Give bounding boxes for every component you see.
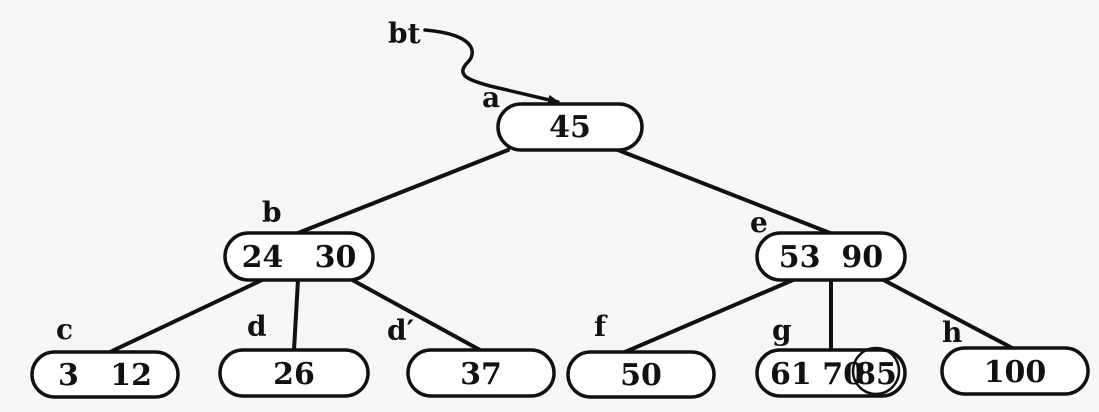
- node-c: 3 12 c: [30, 313, 180, 399]
- node-d-keys: 26: [273, 357, 315, 392]
- node-d-prime-keys: 37: [460, 357, 502, 392]
- node-c-keys: 3 12: [58, 358, 152, 393]
- edge-e-f: [623, 278, 795, 354]
- node-h-label: h: [942, 316, 962, 349]
- edge-b-c: [108, 278, 264, 354]
- node-h: 100 h: [940, 316, 1090, 396]
- node-a: 45 a: [482, 81, 644, 152]
- edge-a-b: [296, 148, 510, 235]
- node-b-keys: 24 30: [242, 240, 357, 275]
- root-pointer-label: bt: [388, 17, 421, 50]
- node-h-keys: 100: [984, 355, 1047, 390]
- node-g-keys: 61 70: [770, 357, 864, 392]
- node-g-label: g: [772, 314, 792, 347]
- highlight-circle: [851, 346, 901, 396]
- edge-e-h: [874, 274, 1018, 352]
- node-f-keys: 50: [620, 358, 662, 393]
- node-f: 50 f: [566, 310, 716, 399]
- node-g-highlighted-key: 85: [855, 357, 897, 392]
- edge-b-d: [292, 278, 300, 352]
- node-c-label: c: [56, 313, 73, 346]
- node-b: 24 30 b: [223, 196, 375, 282]
- node-a-label: a: [482, 81, 500, 114]
- node-f-label: f: [594, 310, 608, 343]
- node-d-label: d: [247, 310, 267, 343]
- node-e: 53 90 e: [750, 206, 907, 282]
- node-b-label: b: [262, 196, 282, 229]
- node-d-prime: 37 d′: [387, 314, 556, 398]
- root-pointer-arrow: [423, 28, 560, 105]
- node-e-keys: 53 90: [779, 240, 883, 275]
- node-d-prime-label: d′: [387, 314, 414, 347]
- node-e-label: e: [750, 206, 768, 239]
- edge-b-d2: [343, 274, 482, 352]
- node-d: 26 d: [218, 310, 370, 398]
- node-a-keys: 45: [549, 110, 591, 145]
- node-g: 61 70 85 g: [755, 314, 907, 398]
- edge-a-e: [616, 148, 832, 235]
